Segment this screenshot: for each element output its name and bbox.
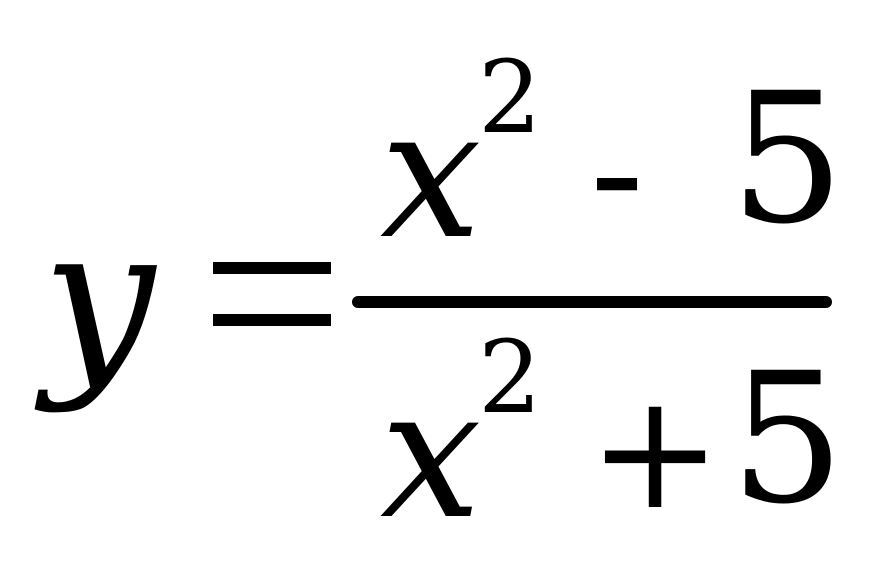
numerator-variable: x bbox=[380, 70, 482, 279]
numerator-exponent: 2 bbox=[478, 39, 542, 156]
lhs-variable: y bbox=[42, 183, 155, 416]
equals-bar-top bbox=[213, 262, 331, 274]
numerator-constant: 5 bbox=[730, 55, 845, 264]
denominator-constant: 5 bbox=[730, 335, 845, 544]
equals-sign bbox=[213, 262, 331, 326]
denominator-operator: + bbox=[588, 358, 723, 545]
denominator-exponent: 2 bbox=[478, 319, 542, 436]
equals-bar-bottom bbox=[213, 314, 331, 326]
fraction-bar bbox=[352, 296, 832, 308]
denominator-variable: x bbox=[380, 350, 482, 559]
numerator-operator: - bbox=[590, 78, 645, 265]
